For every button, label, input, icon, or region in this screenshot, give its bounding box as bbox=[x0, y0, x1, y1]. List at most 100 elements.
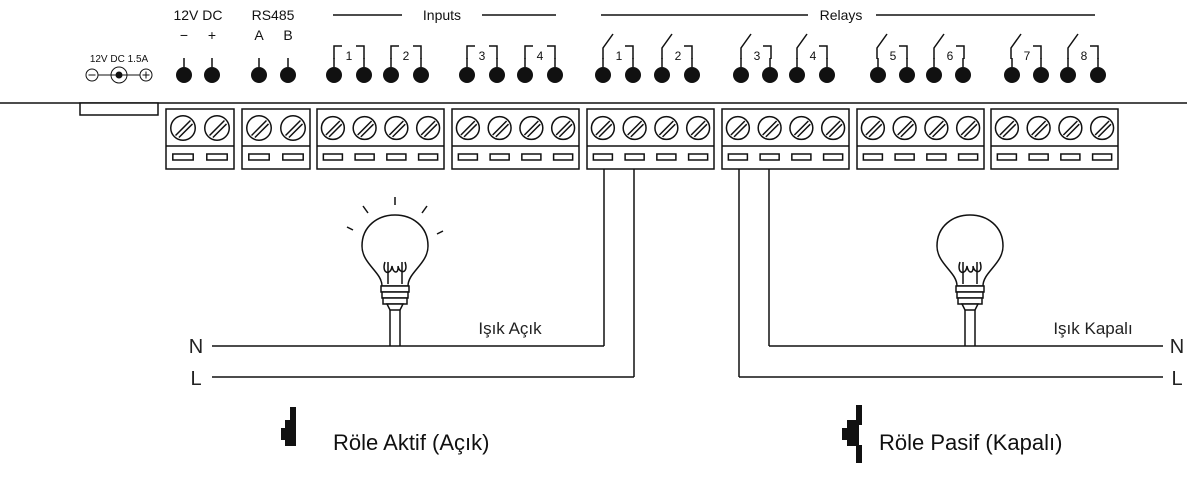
terminal-slot bbox=[862, 153, 884, 161]
terminal-pin bbox=[204, 58, 220, 83]
terminal-slot bbox=[791, 153, 812, 161]
neutral-label-left: N bbox=[189, 336, 203, 358]
wiring-left-circuit bbox=[212, 169, 635, 378]
relay-switch-symbol bbox=[933, 33, 965, 59]
relay-passive-icon bbox=[842, 405, 862, 463]
terminal-slot bbox=[417, 153, 439, 161]
relay-switch-symbol bbox=[876, 33, 908, 59]
terminal-pin bbox=[926, 58, 942, 83]
rs485-b-label: B bbox=[283, 27, 292, 43]
terminal-pin bbox=[413, 58, 429, 83]
relay-number: 2 bbox=[675, 49, 682, 63]
terminal-slot bbox=[521, 153, 542, 161]
terminal-slot bbox=[926, 153, 947, 161]
rs485-label: RS485 bbox=[252, 7, 295, 23]
terminal-slot bbox=[957, 153, 979, 161]
terminal-slot bbox=[248, 153, 270, 161]
terminal-pin bbox=[955, 58, 971, 83]
terminal-slot bbox=[687, 153, 709, 161]
lamp-off-label: Işık Kapalı bbox=[1053, 319, 1132, 338]
terminal-slot bbox=[656, 153, 677, 161]
terminal-pin bbox=[684, 58, 700, 83]
input-switch-symbol bbox=[333, 45, 365, 59]
relays-label: Relays bbox=[820, 7, 863, 23]
input-switch-symbol bbox=[466, 45, 498, 59]
relay-number: 3 bbox=[754, 49, 761, 63]
terminal-pin bbox=[517, 58, 533, 83]
terminal-block bbox=[586, 108, 715, 170]
terminal-pin bbox=[1060, 58, 1076, 83]
terminal-pin bbox=[762, 58, 778, 83]
terminal-slot bbox=[1091, 153, 1113, 161]
terminal-pin bbox=[176, 58, 192, 83]
terminal-slot bbox=[592, 153, 614, 161]
dc-jack-body bbox=[79, 102, 159, 116]
power-plus-label: + bbox=[208, 27, 216, 43]
terminal-block bbox=[241, 108, 311, 170]
terminal-pin bbox=[870, 58, 886, 83]
terminal-pin bbox=[733, 58, 749, 83]
terminal-pin bbox=[489, 58, 505, 83]
terminal-pin bbox=[326, 58, 342, 83]
terminal-pin bbox=[459, 58, 475, 83]
relay-number: 8 bbox=[1081, 49, 1088, 63]
neutral-label-right: N bbox=[1170, 336, 1184, 358]
relay-switch-symbol bbox=[740, 33, 772, 59]
line-label-right: L bbox=[1171, 368, 1182, 390]
input-switch-symbol bbox=[524, 45, 556, 59]
relay-active-icon bbox=[281, 407, 296, 446]
input-number: 4 bbox=[537, 49, 544, 63]
terminal-pin bbox=[625, 58, 641, 83]
terminal-block bbox=[316, 108, 445, 170]
rs485-a-label: A bbox=[254, 27, 264, 43]
relay-switch-symbol bbox=[796, 33, 828, 59]
terminal-slot bbox=[624, 153, 645, 161]
terminal-block bbox=[721, 108, 850, 170]
terminal-slot bbox=[489, 153, 510, 161]
terminal-slot bbox=[322, 153, 344, 161]
terminal-slot bbox=[282, 153, 304, 161]
dc-jack-label: 12V DC 1.5A bbox=[90, 54, 149, 65]
input-number: 1 bbox=[346, 49, 353, 63]
terminal-slot bbox=[206, 153, 228, 161]
terminal-pin bbox=[654, 58, 670, 83]
terminal-block bbox=[165, 108, 235, 170]
wiring-right-circuit bbox=[738, 169, 1163, 378]
line-label-left: L bbox=[190, 368, 201, 390]
lamp-on-label: Işık Açık bbox=[478, 319, 542, 338]
terminal-slot bbox=[354, 153, 375, 161]
power-minus-label: − bbox=[180, 27, 188, 43]
terminal-slot bbox=[386, 153, 407, 161]
terminal-block bbox=[990, 108, 1119, 170]
caption-relay-passive: Röle Pasif (Kapalı) bbox=[879, 430, 1062, 455]
relay-switch-symbol bbox=[602, 33, 634, 59]
relay-number: 5 bbox=[890, 49, 897, 63]
relay-switch-symbol bbox=[1067, 33, 1099, 59]
relay-number: 4 bbox=[810, 49, 817, 63]
inputs-label: Inputs bbox=[423, 7, 461, 23]
terminal-pin bbox=[899, 58, 915, 83]
relay-number: 6 bbox=[947, 49, 954, 63]
relay-number: 7 bbox=[1024, 49, 1031, 63]
terminal-pin bbox=[1004, 58, 1020, 83]
terminal-pin bbox=[547, 58, 563, 83]
terminal-slot bbox=[172, 153, 194, 161]
power-label: 12V DC bbox=[173, 7, 222, 23]
terminal-pin bbox=[819, 58, 835, 83]
terminal-slot bbox=[1028, 153, 1049, 161]
terminal-slot bbox=[552, 153, 574, 161]
terminal-slot bbox=[727, 153, 749, 161]
terminal-blocks bbox=[165, 108, 1119, 170]
terminal-pin bbox=[789, 58, 805, 83]
terminal-pins bbox=[176, 58, 1106, 83]
input-number: 2 bbox=[403, 49, 410, 63]
terminal-pin bbox=[1090, 58, 1106, 83]
terminal-slot bbox=[759, 153, 780, 161]
terminal-slot bbox=[894, 153, 915, 161]
terminal-slot bbox=[1060, 153, 1081, 161]
terminal-pin bbox=[356, 58, 372, 83]
terminal-slot bbox=[996, 153, 1018, 161]
